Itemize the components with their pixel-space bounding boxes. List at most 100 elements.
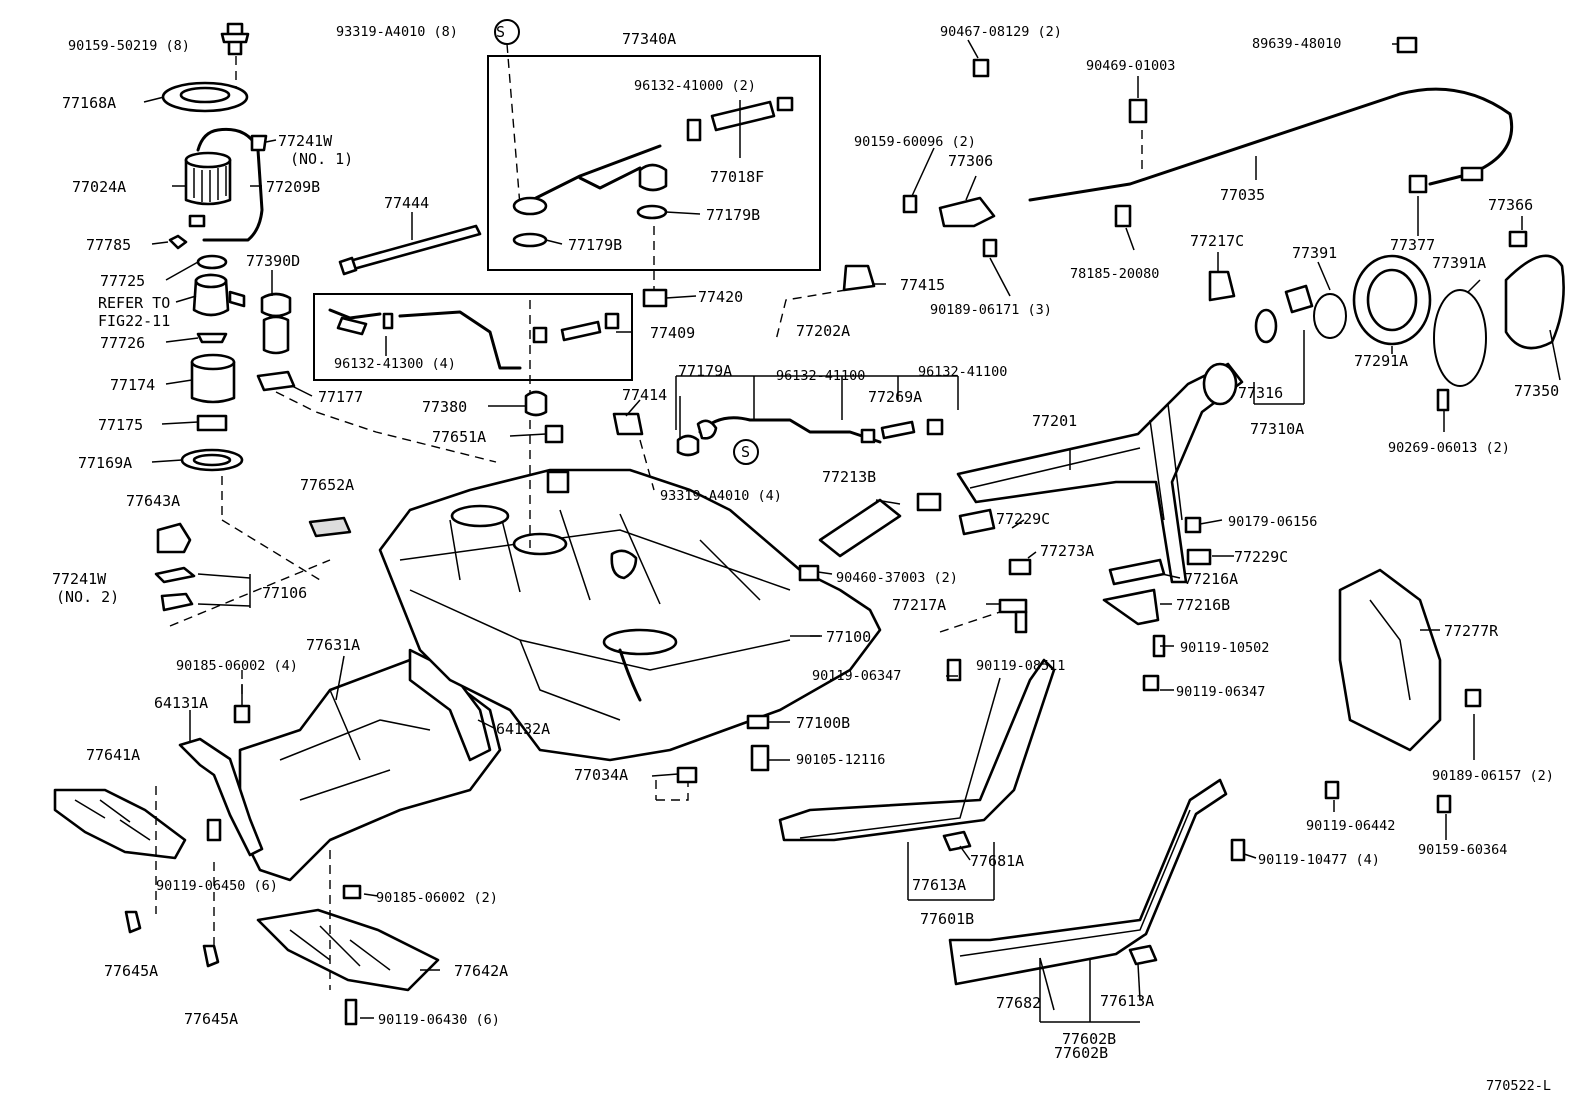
label-77201: 77201	[1032, 412, 1077, 430]
label-77391: 77391	[1292, 244, 1337, 262]
label-77316: 77316	[1238, 384, 1283, 402]
label-77034A: 77034A	[574, 766, 628, 784]
label-77420: 77420	[698, 288, 743, 306]
label-93319-4: 93319-A4010 (4)	[660, 488, 782, 504]
label-77652A: 77652A	[300, 476, 354, 494]
label-refer-to: REFER TO	[98, 294, 170, 312]
protector-77277R	[1324, 568, 1482, 814]
label-90467-08129: 90467-08129 (2)	[940, 24, 1062, 40]
label-77291A: 77291A	[1354, 352, 1408, 370]
label-77642A: 77642A	[454, 962, 508, 980]
clips-left	[154, 516, 352, 627]
label-77380: 77380	[422, 398, 467, 416]
label-77310A: 77310A	[1250, 420, 1304, 438]
label-77179B-1: 77179B	[706, 206, 760, 224]
label-77177: 77177	[318, 388, 363, 406]
label-77209B: 77209B	[266, 178, 320, 196]
label-77168A: 77168A	[62, 94, 116, 112]
label-90179-06156: 90179-06156	[1228, 514, 1317, 530]
label-90105-12116: 90105-12116	[796, 752, 885, 768]
part-labels: 90159-50219 (8) 77168A 77241W (NO. 1) 77…	[52, 23, 1559, 1094]
label-90119-06430: 90119-06430 (6)	[378, 1012, 500, 1028]
label-77725: 77725	[100, 272, 145, 290]
label-77681A: 77681A	[970, 852, 1024, 870]
label-77241W-1-no: (NO. 1)	[290, 150, 353, 168]
label-77415: 77415	[900, 276, 945, 294]
filler-pipe	[939, 362, 1244, 692]
label-77414: 77414	[622, 386, 667, 404]
label-77641A: 77641A	[86, 746, 140, 764]
tank-straps	[778, 658, 1246, 1023]
label-77377: 77377	[1390, 236, 1435, 254]
label-77682: 77682	[996, 994, 1041, 1012]
label-77241W-2: 77241W	[52, 570, 107, 588]
hose-77213B	[798, 492, 942, 582]
label-77340A: 77340A	[622, 30, 676, 48]
pump-assembly	[161, 22, 321, 581]
label-77601B: 77601B	[920, 910, 974, 928]
label-77269A: 77269A	[868, 388, 922, 406]
label-90159-60364: 90159-60364	[1418, 842, 1507, 858]
label-96132-41000: 96132-41000 (2)	[634, 78, 756, 94]
vent-pipes	[612, 264, 959, 491]
label-93319-8: 93319-A4010 (8)	[336, 24, 458, 40]
label-90119-08511: 90119-08511	[976, 658, 1065, 674]
label-77024A: 77024A	[72, 178, 126, 196]
label-96132-41100-1: 96132-41100	[776, 368, 865, 384]
label-77602B-1: 77602B	[1062, 1030, 1116, 1048]
label-77169A: 77169A	[78, 454, 132, 472]
fuel-cable	[972, 36, 1514, 228]
label-90119-10477: 90119-10477 (4)	[1258, 852, 1380, 868]
lid-lock	[902, 194, 998, 258]
label-77175: 77175	[98, 416, 143, 434]
sender-gauge-box	[487, 19, 821, 308]
label-90189-06171: 90189-06171 (3)	[930, 302, 1052, 318]
label-77174: 77174	[110, 376, 155, 394]
label-64132A: 64132A	[496, 720, 550, 738]
label-77643A: 77643A	[126, 492, 180, 510]
label-77216B: 77216B	[1176, 596, 1230, 614]
label-90119-06347-2: 90119-06347	[1176, 684, 1265, 700]
label-90185-06002-2: 90185-06002 (2)	[376, 890, 498, 906]
label-77613A-1: 77613A	[912, 876, 966, 894]
label-s-1: S	[496, 23, 505, 41]
label-77229C-2: 77229C	[1234, 548, 1288, 566]
label-77179B-2: 77179B	[568, 236, 622, 254]
label-77631A: 77631A	[306, 636, 360, 654]
label-89639-48010: 89639-48010	[1252, 36, 1341, 52]
label-77241W-1: 77241W	[278, 132, 333, 150]
label-77602B-2: 77602B	[1054, 1044, 1108, 1062]
label-fig: FIG22-11	[98, 312, 170, 330]
label-77613A-2: 77613A	[1100, 992, 1154, 1010]
label-77409: 77409	[650, 324, 695, 342]
label-77213B: 77213B	[822, 468, 876, 486]
label-96132-41100-2: 96132-41100	[918, 364, 1007, 380]
label-90159-50219: 90159-50219 (8)	[68, 38, 190, 54]
vent-box	[256, 292, 633, 494]
label-77035: 77035	[1220, 186, 1265, 204]
label-96132-41300: 96132-41300 (4)	[334, 356, 456, 372]
label-78185-20080: 78185-20080	[1070, 266, 1159, 282]
label-77390D: 77390D	[246, 252, 300, 270]
label-90119-06442: 90119-06442	[1306, 818, 1395, 834]
label-77202A: 77202A	[796, 322, 850, 340]
label-90185-06002-4: 90185-06002 (4)	[176, 658, 298, 674]
label-90189-06157: 90189-06157 (2)	[1432, 768, 1554, 784]
label-77179A: 77179A	[678, 362, 732, 380]
label-77645A-1: 77645A	[104, 962, 158, 980]
label-77217A: 77217A	[892, 596, 946, 614]
leader-lines	[143, 39, 1561, 1019]
label-90119-10502: 90119-10502	[1180, 640, 1269, 656]
label-77651A: 77651A	[432, 428, 486, 446]
label-77444: 77444	[384, 194, 429, 212]
label-77241W-2-no: (NO. 2)	[56, 588, 119, 606]
label-90460-37003: 90460-37003 (2)	[836, 570, 958, 586]
filler-cap-parts	[1208, 230, 1565, 412]
label-77273A: 77273A	[1040, 542, 1094, 560]
label-90269-06013: 90269-06013 (2)	[1388, 440, 1510, 456]
label-90469-01003: 90469-01003	[1086, 58, 1175, 74]
heat-insulators	[53, 648, 502, 1026]
label-77216A: 77216A	[1184, 570, 1238, 588]
